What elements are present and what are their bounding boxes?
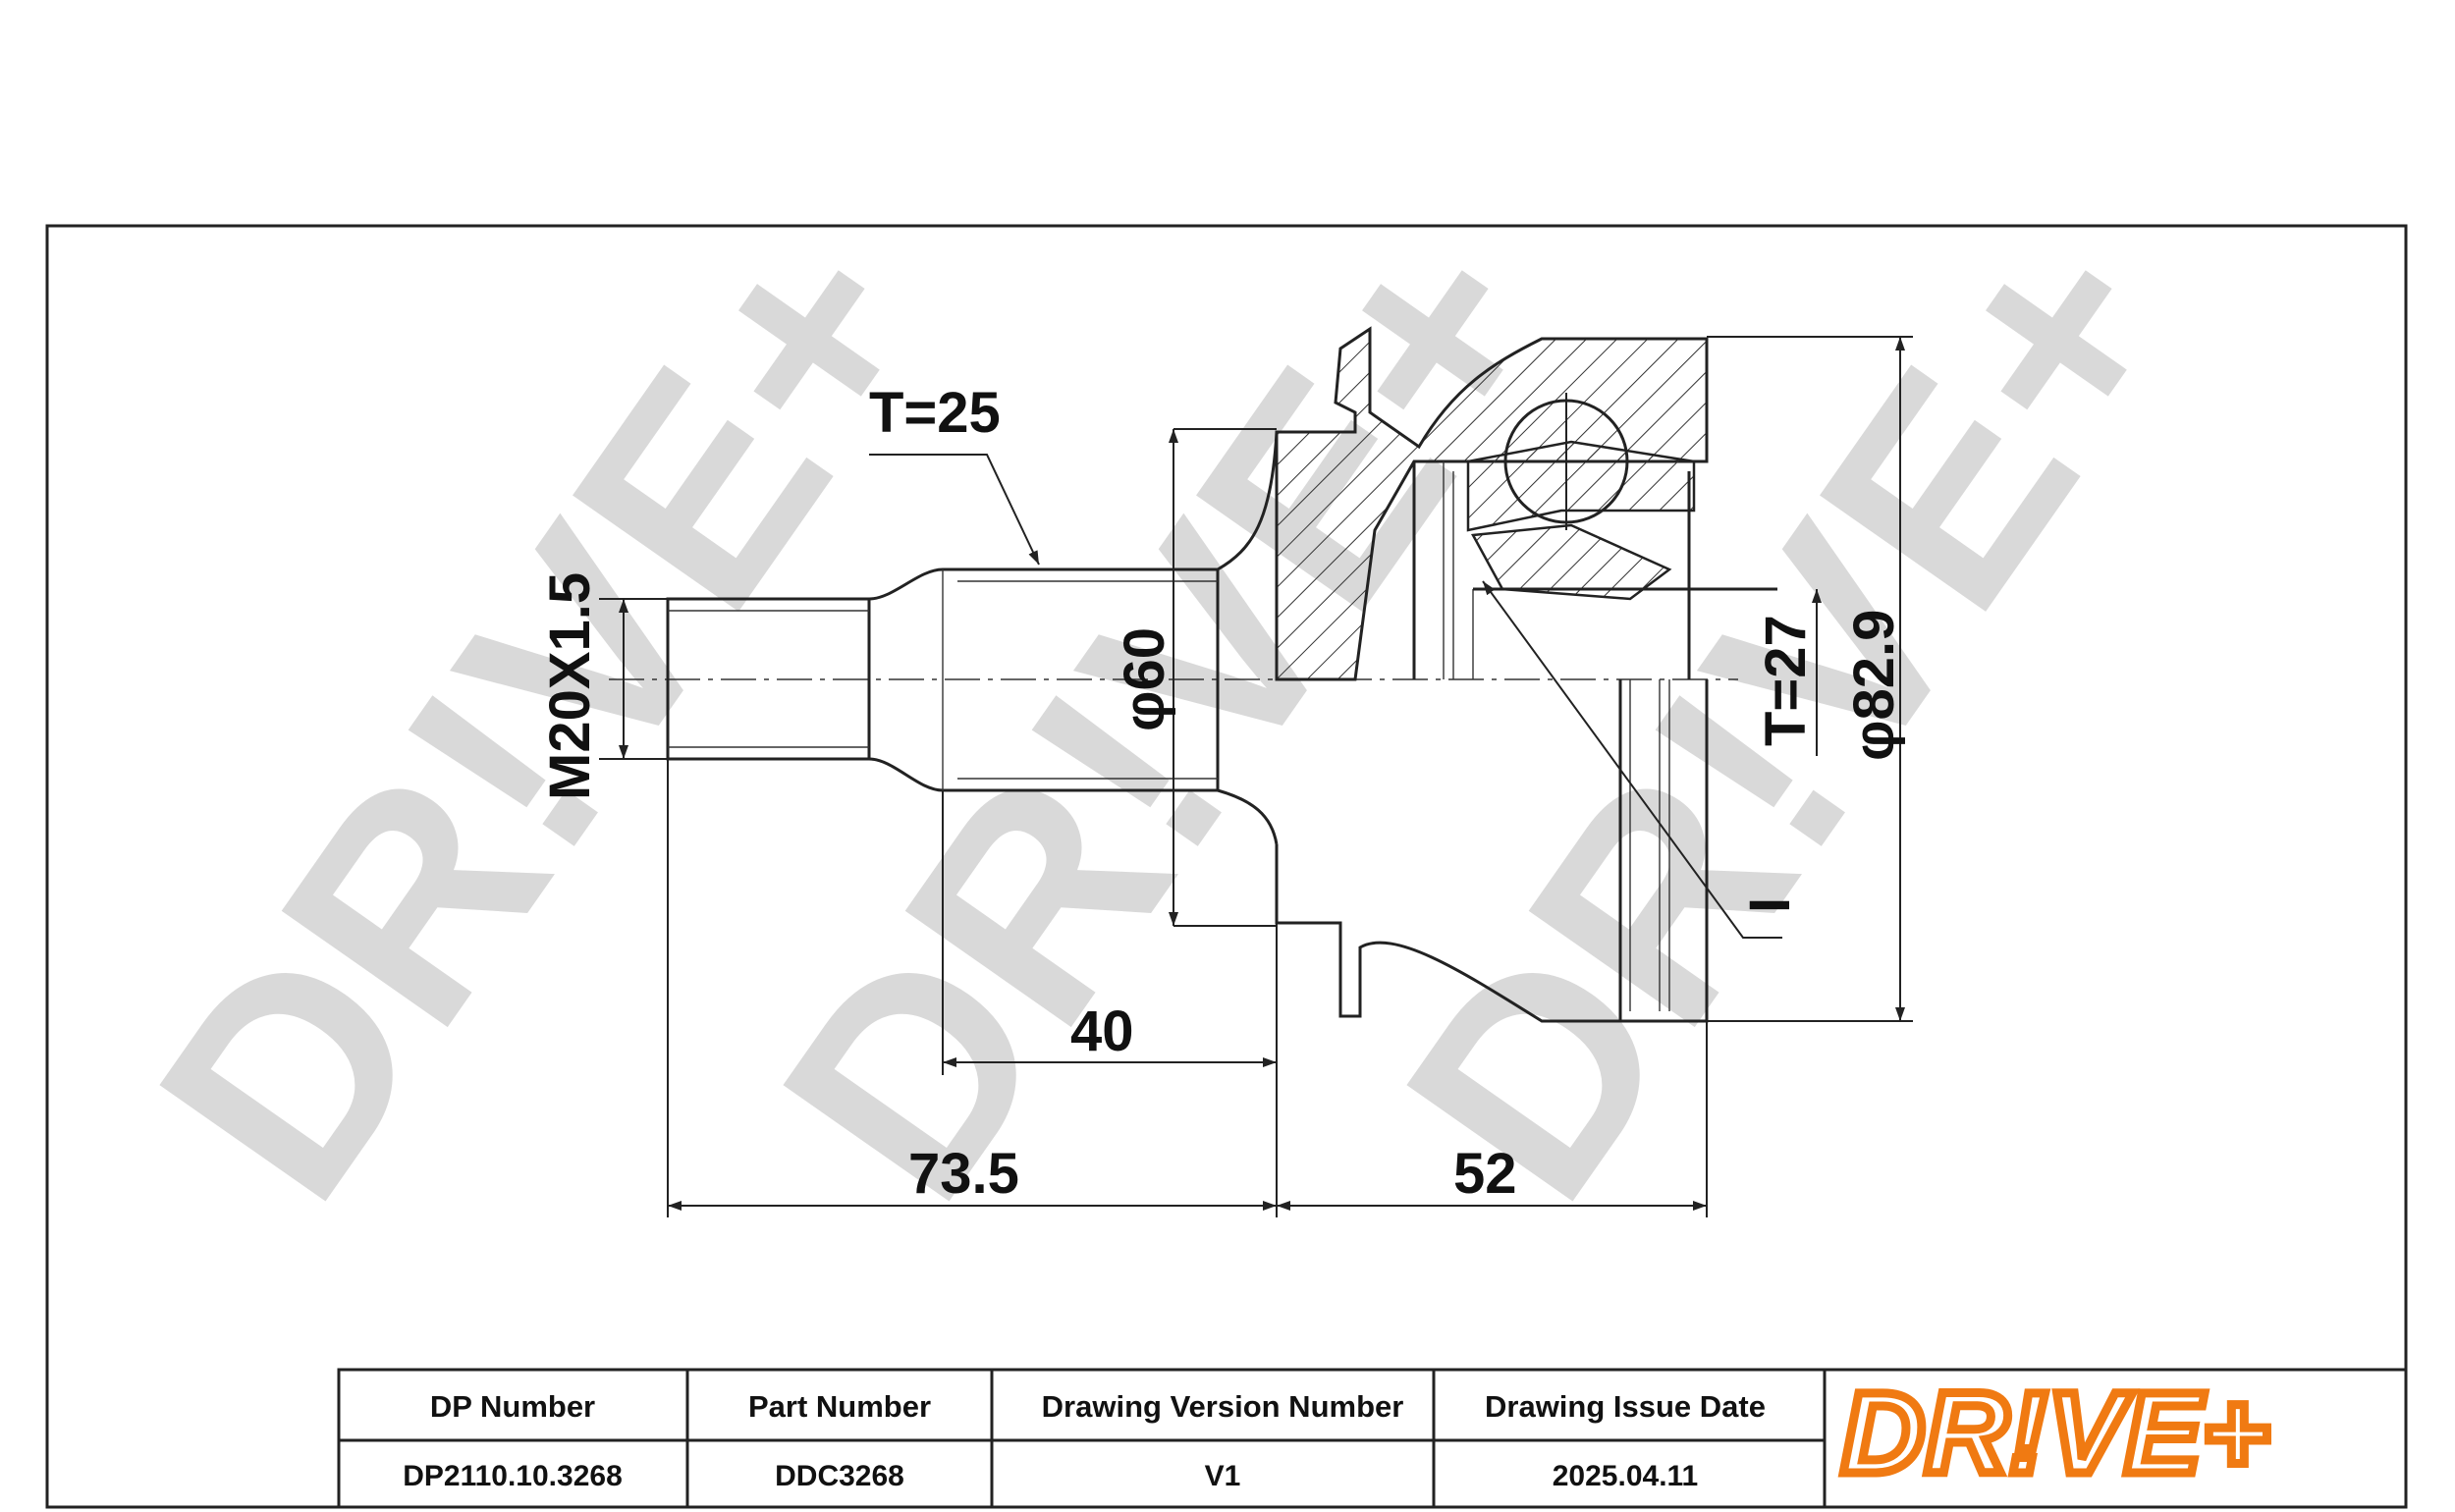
dim-thread: M20X1.5 (538, 572, 668, 800)
dim-body-length: 52 (1277, 1021, 1708, 1217)
dim-stem-length: 40 (942, 790, 1278, 1217)
label-thread: M20X1.5 (538, 572, 602, 800)
header-dp-number: DP Number (430, 1389, 595, 1424)
housing (1275, 326, 1777, 1023)
label-stem-length: 40 (1070, 999, 1134, 1063)
label-outer-diameter: φ82.9 (1842, 610, 1906, 761)
dim-thread-length: T=25 (869, 381, 1040, 566)
header-drawing-version: Drawing Version Number (1042, 1389, 1404, 1424)
dim-shaft-diameter: φ60 (1113, 428, 1277, 927)
value-drawing-version: V1 (1205, 1460, 1241, 1492)
value-issue-date: 2025.04.11 (1553, 1460, 1699, 1492)
label-section-mark: I (1738, 897, 1802, 913)
label-thread-length: T=25 (869, 381, 1001, 445)
label-shaft-total-length: 73.5 (908, 1142, 1019, 1206)
label-body-length: 52 (1453, 1142, 1517, 1206)
header-issue-date: Drawing Issue Date (1485, 1389, 1766, 1424)
label-shaft-diameter: φ60 (1113, 627, 1176, 731)
brand-logo: DR!VE+ (1841, 1369, 2269, 1498)
header-part-number: Part Number (748, 1389, 931, 1424)
dim-outer-diameter: φ82.9 (1707, 336, 1913, 1022)
section-mark: I (1482, 580, 1802, 939)
shaft (666, 431, 1279, 845)
dim-shaft-total-length: 73.5 (667, 759, 1277, 1217)
title-block: DP Number Part Number Drawing Version Nu… (337, 1365, 2408, 1509)
dim-spline-length: T=27 (1754, 589, 1822, 756)
label-spline-length: T=27 (1754, 615, 1818, 746)
value-dp-number: DP2110.10.3268 (403, 1460, 623, 1492)
value-part-number: DDC3268 (775, 1460, 904, 1492)
